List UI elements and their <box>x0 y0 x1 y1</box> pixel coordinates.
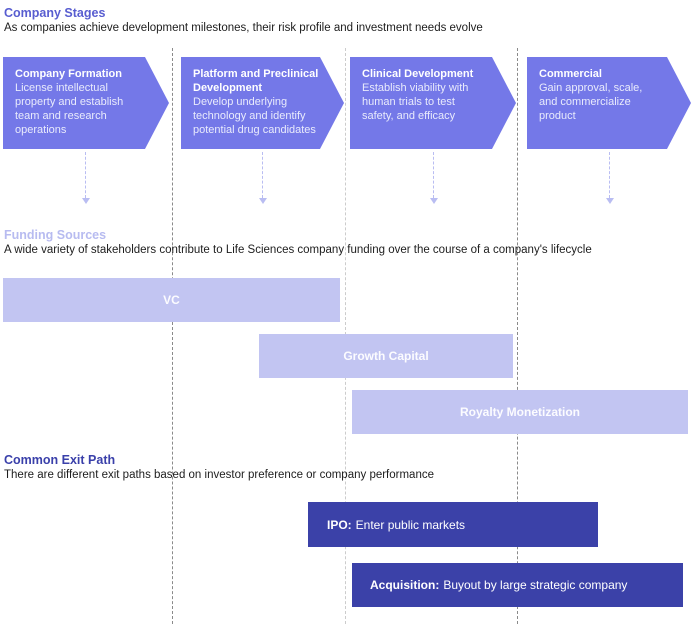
section-title-common-exit-path: Common Exit Path <box>4 453 116 467</box>
arrow-head <box>605 198 614 204</box>
stage-chevron-company-formation: Company Formation License intellectual p… <box>3 57 169 149</box>
exit-bar-label: Acquisition: <box>370 578 440 592</box>
stage-chevron-clinical-development: Clinical Development Establish viability… <box>350 57 516 149</box>
down-arrow-icon <box>258 152 267 204</box>
exit-bar-ipo: IPO: Enter public markets <box>308 502 598 547</box>
exit-bar-description: Buyout by large strategic company <box>443 578 628 592</box>
stage-description: Gain approval, scale, and commercialize … <box>539 82 643 122</box>
funding-bar-royalty-monetization: Royalty Monetization <box>352 390 688 434</box>
exit-bar-label: IPO: <box>327 517 352 532</box>
down-arrow-icon <box>81 152 90 204</box>
funding-bar-label: VC <box>163 293 180 307</box>
stage-title: Company Formation <box>15 68 122 80</box>
down-arrow-icon <box>429 152 438 204</box>
stage-description: License intellectual property and establ… <box>15 82 124 136</box>
section-subtitle-company-stages: As companies achieve development milesto… <box>4 22 483 34</box>
stage-description: Establish viability with human trials to… <box>362 82 469 122</box>
stage-chevron-platform-preclinical: Platform and Preclinical Development Dev… <box>181 57 344 149</box>
arrow-head <box>429 198 438 204</box>
funding-bar-label: Royalty Monetization <box>459 405 580 419</box>
arrow-line <box>433 152 434 198</box>
arrow-head <box>258 198 267 204</box>
stage-chevron-commercial: Commercial Gain approval, scale, and com… <box>527 57 691 149</box>
stage-title: Platform and Preclinical Development <box>193 68 319 94</box>
stage-title: Commercial <box>539 68 602 80</box>
funding-bar-vc: VC <box>3 278 340 322</box>
section-title-company-stages: Company Stages <box>4 6 106 20</box>
section-title-funding-sources: Funding Sources <box>4 228 107 242</box>
exit-bar-description: Enter public markets <box>355 517 466 532</box>
exit-bar-acquisition: Acquisition: Buyout by large strategic c… <box>352 563 683 607</box>
section-subtitle-common-exit-path: There are different exit paths based on … <box>4 469 434 481</box>
down-arrow-icon <box>605 152 614 204</box>
section-subtitle-funding-sources: A wide variety of stakeholders contribut… <box>4 244 592 256</box>
arrow-line <box>609 152 610 198</box>
stage-title: Clinical Development <box>362 68 474 80</box>
arrow-line <box>262 152 263 198</box>
funding-bar-label: Growth Capital <box>343 349 429 363</box>
stage-separator-line-3 <box>517 48 518 624</box>
stage-separator-line-1 <box>172 48 173 624</box>
stage-description: Develop underlying technology and identi… <box>193 96 316 136</box>
arrow-head <box>81 198 90 204</box>
funding-bar-growth-capital: Growth Capital <box>259 334 513 378</box>
arrow-line <box>85 152 86 198</box>
